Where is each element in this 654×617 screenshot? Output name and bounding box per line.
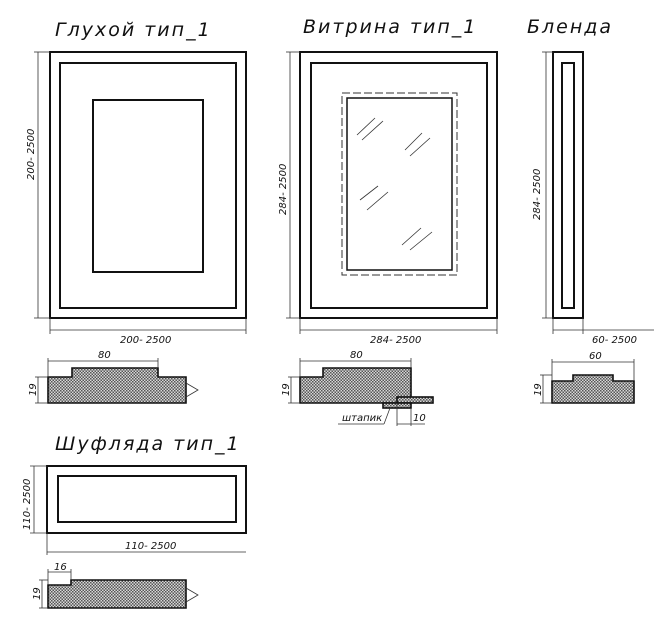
break-mark-icon: [185, 587, 199, 603]
gluhoy-panel: [92, 99, 204, 273]
vitrina-section-glass: [396, 396, 434, 404]
gluhoy-section-thickness: 19: [28, 383, 39, 396]
shuflyada-section-dim-lines: [39, 569, 72, 609]
shuflyada-dim-lines: [30, 465, 246, 555]
gluhoy-width-dim: 200- 2500: [120, 335, 171, 346]
shuflyada-section-thickness: 19: [32, 587, 43, 600]
blenda-section-thickness: 19: [533, 383, 544, 396]
gluhoy-width-dim-line: [49, 318, 247, 334]
shuflyada-section: [47, 579, 187, 609]
vitrina-width-dim: 284- 2500: [370, 335, 421, 346]
blenda-drawing: Бленда 284- 2500 60- 2500 60 19: [527, 16, 654, 404]
shtapik-dim: 10: [413, 413, 426, 424]
glass-reflection-marks: [356, 117, 433, 251]
shuflyada-section-width: 16: [54, 562, 67, 573]
blenda-dim-lines: [542, 51, 654, 334]
gluhoy-section: [47, 367, 187, 404]
blenda-section: [551, 374, 635, 404]
vitrina-glass: [346, 97, 453, 271]
vitrina-inner-frame: [310, 62, 488, 309]
gluhoy-drawing: Глухой тип_1 200- 2500 200- 2500 80 19: [26, 19, 247, 404]
vitrina-drawing: Витрина тип_1 284- 2500 284- 2500 80 19 …: [278, 16, 498, 426]
gluhoy-inner-frame: [59, 62, 237, 309]
blenda-inner-frame: [561, 62, 575, 309]
vitrina-outer-frame: [299, 51, 498, 319]
vitrina-section-width: 80: [350, 350, 363, 361]
vitrina-section-thickness: 19: [281, 383, 292, 396]
gluhoy-height-dim: 200- 2500: [26, 129, 37, 180]
vitrina-height-dim: 284- 2500: [278, 164, 289, 215]
shtapik-label: штапик: [342, 413, 382, 424]
shuflyada-inner-frame: [57, 475, 237, 523]
break-mark-icon: [185, 382, 199, 398]
blenda-section-dim-lines: [540, 359, 635, 404]
shuflyada-title: Шуфляда тип_1: [55, 433, 241, 455]
shuflyada-drawing: Шуфляда тип_1 110- 2500 110- 2500 16 19: [22, 433, 247, 609]
gluhoy-outer-frame: [49, 51, 247, 319]
gluhoy-section-dim-lines: [35, 358, 159, 404]
vitrina-dim-lines: [286, 51, 498, 334]
blenda-height-dim: 284- 2500: [532, 169, 543, 220]
vitrina-title: Витрина тип_1: [303, 16, 477, 38]
vitrina-glass-rebate: [341, 92, 458, 276]
blenda-outer-frame: [552, 51, 584, 319]
shuflyada-outer-frame: [46, 465, 247, 534]
blenda-title: Бленда: [527, 16, 613, 38]
gluhoy-height-dim-line: [34, 51, 50, 319]
vitrina-section: [299, 367, 412, 404]
gluhoy-title: Глухой тип_1: [55, 19, 212, 41]
vitrina-section-dim-lines: [288, 358, 425, 426]
shuflyada-width-dim: 110- 2500: [125, 541, 176, 552]
gluhoy-section-width: 80: [98, 350, 111, 361]
blenda-width-dim: 60- 2500: [592, 335, 637, 346]
shuflyada-height-dim: 110- 2500: [22, 479, 33, 530]
blenda-section-width: 60: [589, 351, 602, 362]
